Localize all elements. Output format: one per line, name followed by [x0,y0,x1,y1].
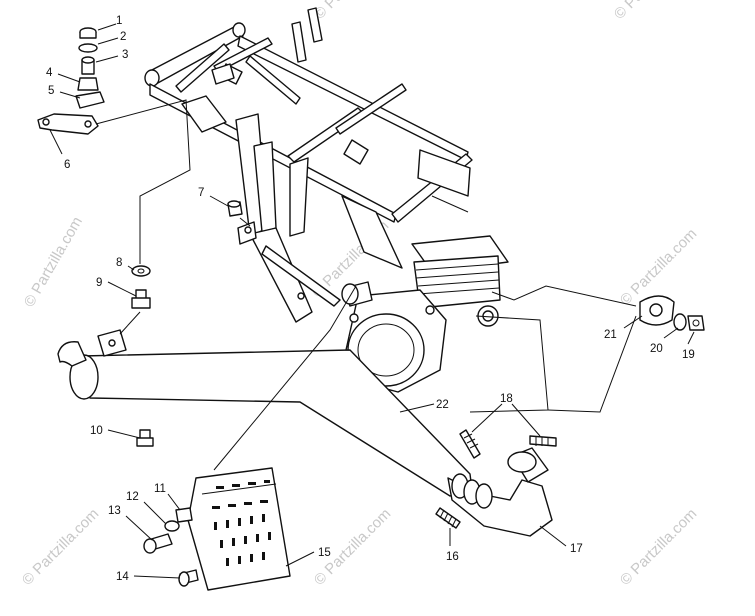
heat-shield [187,467,291,591]
watermark: © Partzilla.com [21,214,86,310]
callout-17: 17 [570,543,583,555]
callout-9: 9 [96,277,102,289]
callout-11: 11 [154,483,166,495]
callouts: 1 2 3 4 5 6 7 8 9 10 11 12 13 14 15 16 1… [46,15,695,583]
watermark: © Partzilla.com [617,505,700,588]
callout-16: 16 [446,551,459,563]
callout-14: 14 [116,571,129,583]
callout-6: 6 [64,159,70,171]
frame [144,7,473,323]
mount-hardware [37,27,105,135]
muffler [57,329,473,497]
callout-4: 4 [46,67,53,79]
callout-21: 21 [604,329,617,341]
callout-18: 18 [500,393,513,405]
watermark: © Partzilla.com [311,0,394,23]
callout-20: 20 [650,343,663,355]
head-pipe [447,447,553,537]
callout-7: 7 [198,187,204,199]
callout-8: 8 [116,257,122,269]
callout-2: 2 [120,31,126,43]
callout-12: 12 [126,491,139,503]
callout-15: 15 [318,547,331,559]
callout-19: 19 [682,349,695,361]
callout-13: 13 [108,505,121,517]
watermark: © Partzilla.com [611,0,694,23]
leader-lines [49,23,695,579]
small-hardware [131,200,705,587]
callout-3: 3 [122,49,128,61]
watermark: © Partzilla.com [19,505,102,588]
callout-5: 5 [48,85,54,97]
callout-22: 22 [436,399,449,411]
callout-10: 10 [90,425,103,437]
callout-1: 1 [116,15,122,27]
